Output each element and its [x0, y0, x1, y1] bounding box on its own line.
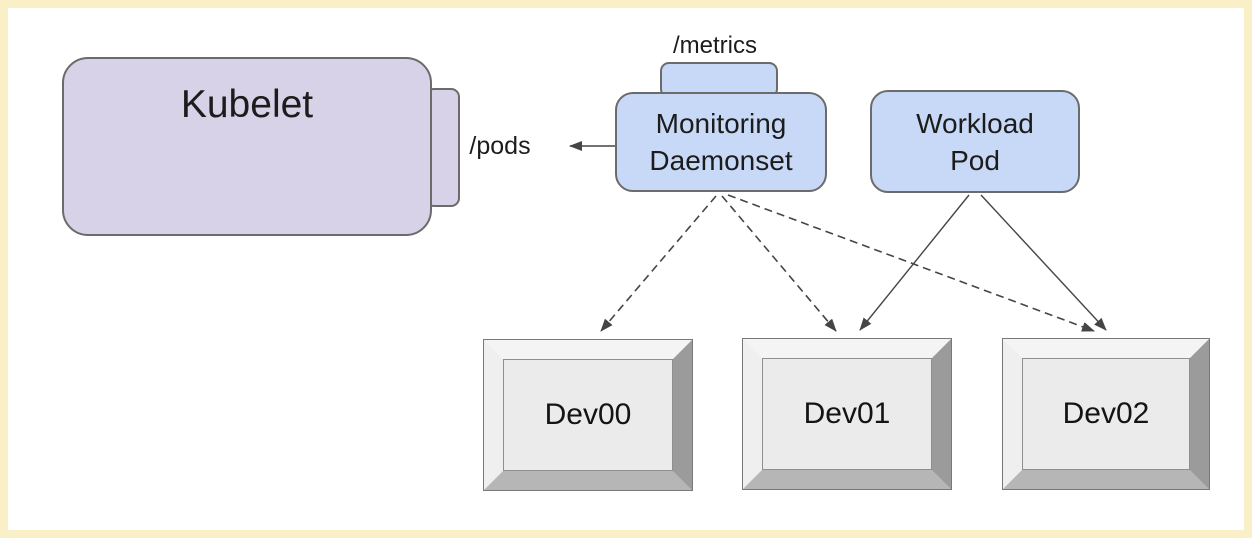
device-dev01-face: Dev01 [762, 358, 932, 470]
monitoring-daemonset-label: Monitoring Daemonset [649, 108, 793, 176]
device-dev00: Dev00 [483, 339, 693, 491]
kubelet-label: Kubelet [180, 83, 314, 126]
device-dev01-label: Dev01 [803, 397, 891, 430]
edge-workload-to-dev01 [859, 194, 970, 331]
device-dev02-bevel [1003, 339, 1209, 489]
metrics-endpoint-label: /metrics [673, 32, 757, 59]
workload-pod-node: Workload Pod [870, 90, 1080, 193]
device-dev00-face: Dev00 [503, 359, 673, 471]
kubelet-node: Kubelet [62, 57, 432, 236]
pods-endpoint-label: /pods [469, 132, 531, 160]
device-dev02-face: Dev02 [1022, 358, 1190, 470]
edge-monitoring-to-dev02 [727, 194, 1095, 332]
device-dev00-label: Dev00 [544, 398, 632, 431]
edge-workload-to-dev02 [980, 194, 1107, 331]
device-dev02: Dev02 [1002, 338, 1210, 490]
device-dev00-bevel [484, 340, 692, 490]
workload-pod-label: Workload Pod [916, 107, 1034, 176]
device-dev01-bevel [743, 339, 951, 489]
edge-monitoring-to-dev01 [721, 195, 837, 332]
device-dev01: Dev01 [742, 338, 952, 490]
device-dev02-label: Dev02 [1062, 397, 1150, 430]
monitoring-daemonset-node: Monitoring Daemonset [615, 92, 827, 192]
edge-monitoring-to-dev00 [600, 195, 717, 332]
